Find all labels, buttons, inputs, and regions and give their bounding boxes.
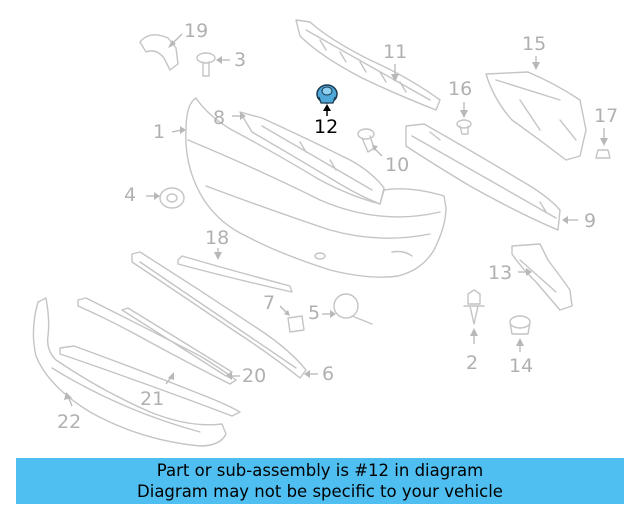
callout-3[interactable]: 3 [234, 49, 247, 71]
callout-22[interactable]: 22 [57, 411, 82, 433]
callout-18[interactable]: 18 [205, 227, 230, 249]
part-9-reinforcement [405, 123, 578, 231]
callout-12-highlighted[interactable]: 12 [314, 116, 339, 138]
callout-11[interactable]: 11 [383, 41, 408, 63]
part-17-clip [595, 128, 611, 159]
part-7-clip [279, 305, 305, 333]
callout-13[interactable]: 13 [488, 262, 513, 284]
callout-5[interactable]: 5 [308, 302, 321, 324]
part-19-bracket [139, 33, 183, 71]
part-21-skid [59, 345, 241, 417]
part-16-screw [456, 102, 472, 135]
callout-15[interactable]: 15 [522, 33, 547, 55]
part-18-molding [177, 248, 293, 293]
callout-19[interactable]: 19 [184, 20, 209, 42]
callout-10[interactable]: 10 [385, 154, 410, 176]
part-15-bracket [485, 56, 587, 161]
callout-21[interactable]: 21 [140, 388, 165, 410]
part-2-push-pin [463, 289, 485, 344]
part-14-nut [509, 315, 531, 352]
part-1-bumper-cover [171, 97, 447, 278]
callout-2[interactable]: 2 [466, 352, 479, 374]
part-20-strip [77, 297, 240, 385]
callout-16[interactable]: 16 [448, 78, 473, 100]
part-8-support [232, 111, 385, 205]
part-13-bracket [511, 243, 573, 311]
part-6-grille [131, 251, 318, 379]
callout-8[interactable]: 8 [213, 107, 226, 129]
callout-17[interactable]: 17 [594, 105, 619, 127]
callout-14[interactable]: 14 [509, 355, 534, 377]
callout-4[interactable]: 4 [124, 184, 137, 206]
callout-1[interactable]: 1 [153, 121, 166, 143]
part-12-clip-highlighted [316, 84, 338, 116]
callout-20[interactable]: 20 [242, 365, 267, 387]
part-11-absorber [295, 19, 441, 111]
banner-line-part-number: Part or sub-assembly is #12 in diagram [156, 461, 484, 480]
banner-line-disclaimer: Diagram may not be specific to your vehi… [137, 482, 503, 501]
part-3-screw [196, 52, 230, 77]
part-22-valance [32, 297, 227, 447]
part-10-bolt [357, 128, 383, 157]
info-banner: Part or sub-assembly is #12 in diagram D… [16, 458, 624, 504]
part-4-grommet [146, 187, 185, 209]
callout-6[interactable]: 6 [322, 363, 335, 385]
callout-9[interactable]: 9 [584, 210, 597, 232]
callout-7[interactable]: 7 [263, 292, 276, 314]
part-5-tow-cap [322, 293, 373, 325]
